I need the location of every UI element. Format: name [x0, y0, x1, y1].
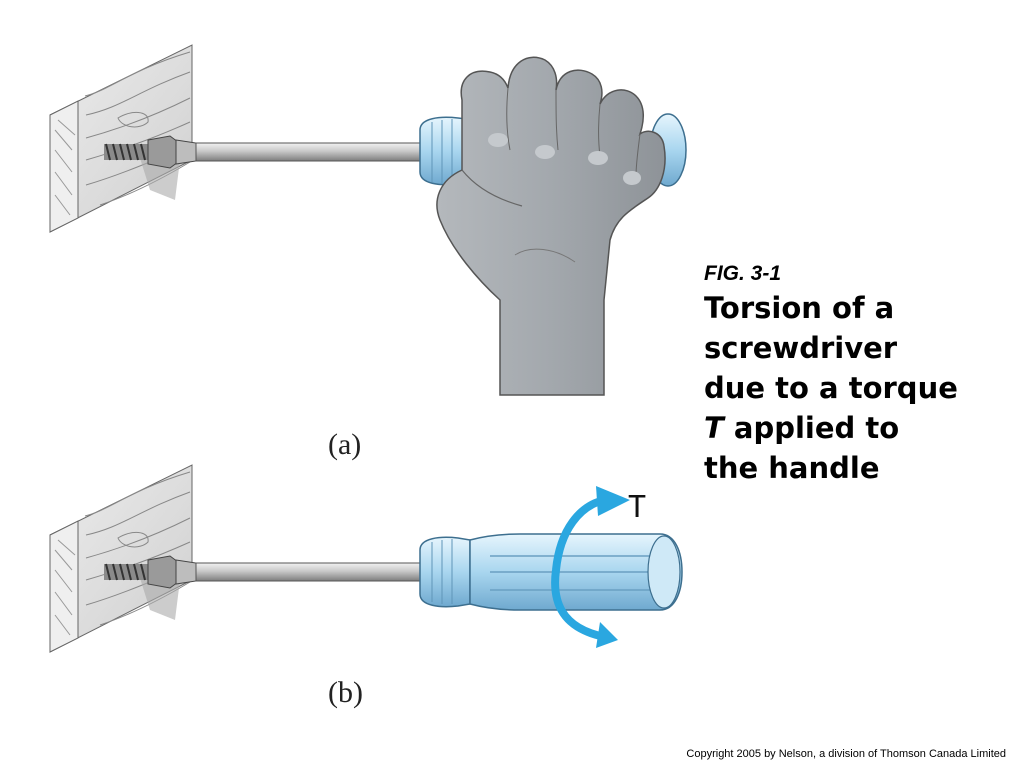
panel-b-label: (b) [328, 676, 363, 709]
torque-arrow [551, 486, 630, 648]
screw-a [104, 135, 179, 169]
title-line-2: screwdriver [704, 331, 898, 365]
torque-symbol-label: T [628, 490, 647, 525]
screwdriver-shaft-a [175, 139, 429, 165]
figure-title: Torsion of a screwdriver due to a torque… [704, 288, 1014, 488]
title-line-3: due to a torque [704, 371, 958, 405]
title-line-4: T applied to [704, 408, 1014, 448]
screw-b [104, 555, 179, 589]
screwdriver-shaft-b [175, 559, 429, 585]
figure-caption: FIG. 3-1 Torsion of a screwdriver due to… [704, 262, 1014, 488]
copyright-notice: Copyright 2005 by Nelson, a division of … [686, 748, 1006, 760]
screwdriver-handle-b [419, 533, 683, 611]
title-line-5: the handle [704, 451, 880, 485]
panel-a [49, 44, 687, 396]
figure-number: FIG. 3-1 [704, 262, 782, 285]
torque-symbol: T [704, 411, 724, 445]
panel-a-label: (a) [328, 428, 362, 461]
hand [436, 56, 666, 396]
title-line-4-rest: applied to [723, 411, 900, 445]
title-line-1: Torsion of a [704, 291, 895, 325]
panel-b [49, 464, 683, 653]
